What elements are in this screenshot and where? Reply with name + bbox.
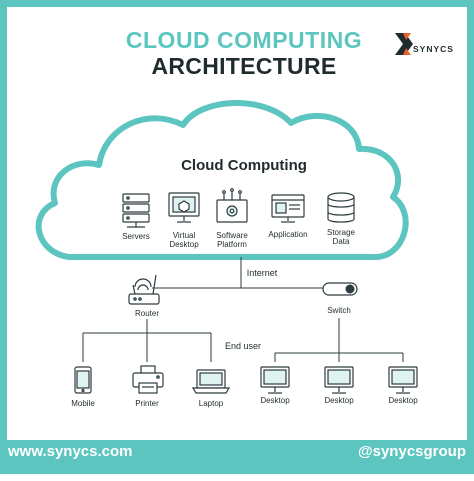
desktop-icon bbox=[325, 367, 353, 393]
connector-lines bbox=[83, 318, 403, 362]
mobile-icon bbox=[75, 367, 91, 393]
device-label-desktop-3: Desktop bbox=[379, 396, 427, 405]
switch-label: Switch bbox=[315, 306, 363, 315]
device-label-desktop-2: Desktop bbox=[315, 396, 363, 405]
device-label-printer: Printer bbox=[123, 399, 171, 408]
router-icon bbox=[129, 275, 159, 304]
storage-icon bbox=[328, 193, 354, 222]
service-label-storage-data: Storage Data bbox=[317, 228, 365, 246]
router-label: Router bbox=[123, 309, 171, 318]
printer-icon bbox=[133, 366, 163, 393]
internet-label: Internet bbox=[231, 269, 293, 278]
device-label-desktop-1: Desktop bbox=[251, 396, 299, 405]
service-label-software-platform: Software Platform bbox=[207, 231, 257, 249]
laptop-icon bbox=[193, 370, 229, 393]
service-label-virtual-desktop: Virtual Desktop bbox=[159, 231, 209, 249]
end-user-label: End user bbox=[215, 342, 271, 351]
website-link[interactable]: www.synycs.com bbox=[8, 443, 133, 460]
device-label-laptop: Laptop bbox=[187, 399, 235, 408]
server-icon bbox=[123, 194, 149, 227]
desktop-icon bbox=[261, 367, 289, 393]
switch-icon bbox=[323, 283, 357, 295]
device-label-mobile: Mobile bbox=[59, 399, 107, 408]
service-label-servers: Servers bbox=[113, 232, 159, 241]
social-handle[interactable]: @synycsgroup bbox=[358, 443, 466, 460]
cloud-title: Cloud Computing bbox=[7, 157, 474, 174]
service-label-application: Application bbox=[258, 230, 318, 239]
desktop-icon bbox=[389, 367, 417, 393]
